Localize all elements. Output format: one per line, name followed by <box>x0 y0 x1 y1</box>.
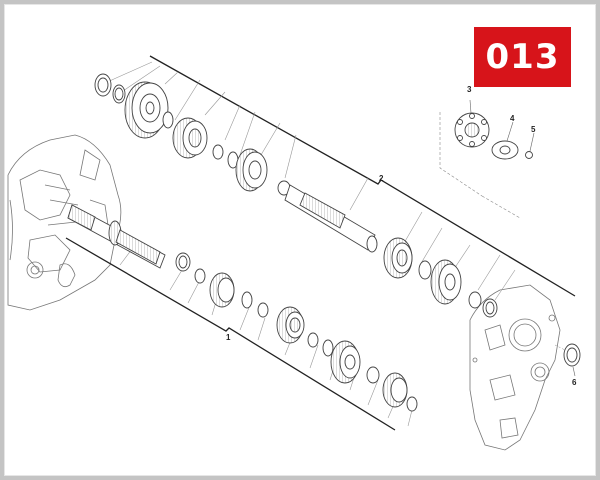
section-number-badge: 013 <box>474 27 571 87</box>
assembly-2-bracket <box>149 55 576 297</box>
ref-label-5: 5 <box>531 125 536 134</box>
oil-seal <box>554 343 581 377</box>
leader-lines-lower <box>119 244 413 427</box>
right-crankcase <box>469 284 561 451</box>
ref-label-3: 3 <box>467 85 472 94</box>
ref-label-4: 4 <box>510 114 515 123</box>
ref-label-1: 1 <box>226 333 231 342</box>
ref-label-6: 6 <box>572 378 577 387</box>
secondary-shaft-parts <box>94 73 498 318</box>
primary-shaft-parts <box>67 204 418 412</box>
ref-label-2: 2 <box>379 174 384 183</box>
sprocket-group <box>439 99 535 219</box>
assembly-1-bracket <box>65 237 396 431</box>
